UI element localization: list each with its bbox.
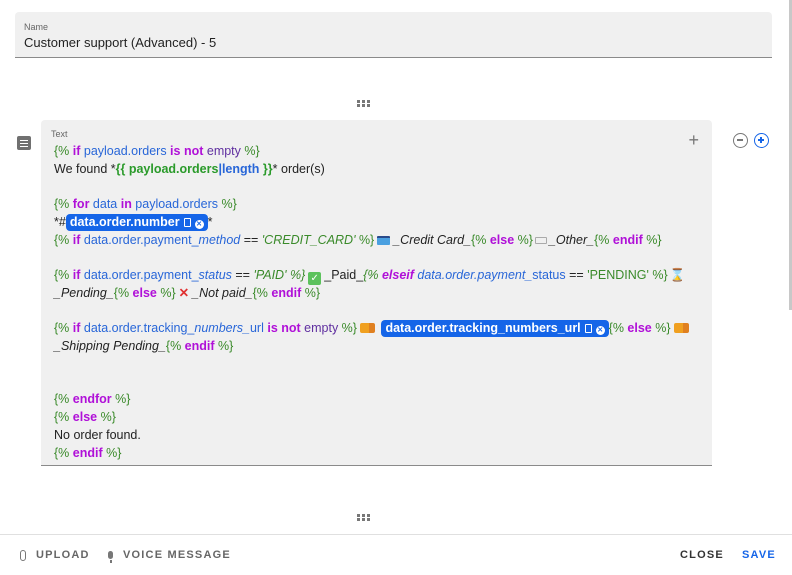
add-variable-button[interactable]: + bbox=[688, 130, 699, 150]
paperclip-icon bbox=[20, 549, 26, 561]
code-line-4: *#data.order.number✕* bbox=[54, 214, 213, 231]
hourglass-icon: ⌛ bbox=[669, 268, 686, 282]
label-tag-icon bbox=[534, 237, 547, 244]
check-mark-icon: ✓ bbox=[308, 272, 322, 285]
code-line-5: {% if data.order.payment_method == 'CRED… bbox=[54, 233, 662, 247]
remove-chip-icon[interactable]: ✕ bbox=[595, 326, 605, 335]
copy-icon[interactable] bbox=[584, 324, 592, 333]
drag-handle-icon[interactable] bbox=[357, 514, 371, 522]
name-label: Name bbox=[24, 22, 49, 32]
code-line-1: {% if payload.orders is not empty %} bbox=[54, 144, 260, 158]
credit-card-icon bbox=[377, 236, 391, 245]
text-label: Text bbox=[51, 129, 68, 139]
text-block-editor[interactable]: Text + {% if payload.orders is not empty… bbox=[41, 120, 712, 466]
save-button[interactable]: SAVE bbox=[742, 549, 776, 561]
text-block-icon bbox=[17, 136, 31, 150]
remove-chip-icon[interactable]: ✕ bbox=[194, 220, 204, 229]
add-block-icon[interactable] bbox=[754, 133, 769, 148]
code-line-10: {% endfor %} bbox=[54, 392, 131, 406]
code-line-13: {% endif %} bbox=[54, 446, 122, 460]
code-line-3: {% for data in payload.orders %} bbox=[54, 197, 237, 211]
copy-icon[interactable] bbox=[183, 218, 191, 227]
footer-bar: UPLOAD VOICE MESSAGE CLOSE SAVE bbox=[0, 534, 792, 575]
code-line-2: We found *{{ payload.orders|length }}* o… bbox=[54, 162, 325, 176]
remove-block-icon[interactable] bbox=[733, 133, 748, 148]
name-input[interactable]: Customer support (Advanced) - 5 bbox=[24, 35, 217, 50]
block-actions bbox=[733, 133, 769, 148]
drag-handle-icon[interactable] bbox=[357, 100, 371, 108]
code-line-12: No order found. bbox=[54, 428, 141, 442]
code-line-8: {% if data.order.tracking_numbers_url is… bbox=[54, 319, 692, 337]
code-line-9: _Shipping Pending_{% endif %} bbox=[54, 339, 234, 353]
close-button[interactable]: CLOSE bbox=[680, 549, 724, 561]
code-line-7: _Pending_{% else %}✕_Not paid_{% endif %… bbox=[54, 286, 320, 300]
variable-chip-order-number[interactable]: data.order.number✕ bbox=[65, 214, 208, 231]
variable-chip-tracking-url[interactable]: data.order.tracking_numbers_url✕ bbox=[381, 320, 609, 337]
upload-button[interactable]: UPLOAD bbox=[20, 549, 90, 561]
voice-message-button[interactable]: VOICE MESSAGE bbox=[108, 549, 231, 563]
delivery-truck-icon bbox=[673, 323, 689, 333]
code-line-6: {% if data.order.payment_status == 'PAID… bbox=[54, 268, 686, 285]
template-code[interactable]: {% if payload.orders is not empty %} We … bbox=[54, 142, 692, 462]
cross-mark-icon: ✕ bbox=[178, 286, 190, 300]
delivery-truck-icon bbox=[359, 323, 375, 333]
page-scrollbar[interactable] bbox=[789, 0, 792, 310]
microphone-icon bbox=[108, 551, 113, 563]
code-line-11: {% else %} bbox=[54, 410, 116, 424]
name-field[interactable]: Name Customer support (Advanced) - 5 bbox=[15, 12, 772, 58]
